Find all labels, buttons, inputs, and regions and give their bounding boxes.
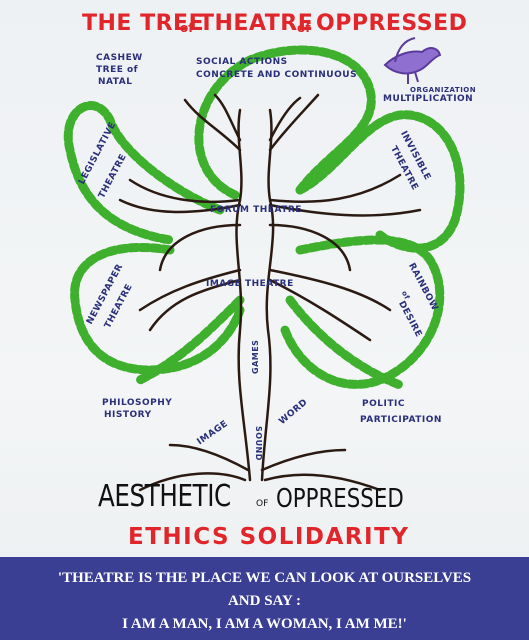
- root-aesthetic: AESTHETIC: [98, 479, 231, 514]
- ethics-solidarity: ETHICS SOLIDARITY: [128, 524, 410, 550]
- label-games: GAMES: [251, 339, 260, 374]
- label-forum-theatre: FORUM THEATRE: [210, 205, 302, 215]
- label-cashew-2: TREE of: [96, 65, 139, 75]
- title-part-3: OPPRESSED: [316, 11, 468, 36]
- title-of-1: of: [180, 21, 194, 35]
- label-philosophy-2: HISTORY: [104, 410, 152, 420]
- label-organization-1: ORGANIZATION: [410, 86, 477, 94]
- label-politic-2: PARTICIPATION: [360, 415, 442, 425]
- root-oppressed: OPPRESSED: [276, 484, 404, 514]
- label-social-actions-1: SOCIAL ACTIONS: [196, 57, 288, 67]
- label-image-theatre: IMAGE THEATRE: [206, 279, 294, 289]
- trunk: [118, 93, 422, 492]
- label-social-actions-2: CONCRETE AND CONTINUOUS: [196, 70, 358, 80]
- root-of: OF: [256, 499, 269, 509]
- dove-icon: [383, 37, 442, 84]
- title-part-1: THE TREE: [82, 11, 205, 36]
- label-sound: SOUND: [254, 426, 263, 461]
- label-cashew-3: NATAL: [98, 77, 133, 87]
- quote-line-2: AND SAY :: [227, 593, 302, 609]
- label-philosophy-1: PHILOSOPHY: [102, 398, 173, 408]
- label-organization-2: MULTIPLICATION: [383, 94, 474, 104]
- label-cashew-1: CASHEW: [96, 53, 143, 63]
- quote-line-3: I AM A MAN, I AM A WOMAN, I AM ME!': [122, 616, 407, 632]
- quote-line-1: 'THEATRE IS THE PLACE WE CAN LOOK AT OUR…: [57, 570, 472, 586]
- leaf-outline: [63, 45, 465, 390]
- label-politic-1: POLITIC: [362, 399, 405, 409]
- title-of-2: of: [297, 21, 311, 35]
- title-part-2: THEATRE: [199, 11, 314, 36]
- quote-banner: 'THEATRE IS THE PLACE WE CAN LOOK AT OUR…: [0, 557, 529, 640]
